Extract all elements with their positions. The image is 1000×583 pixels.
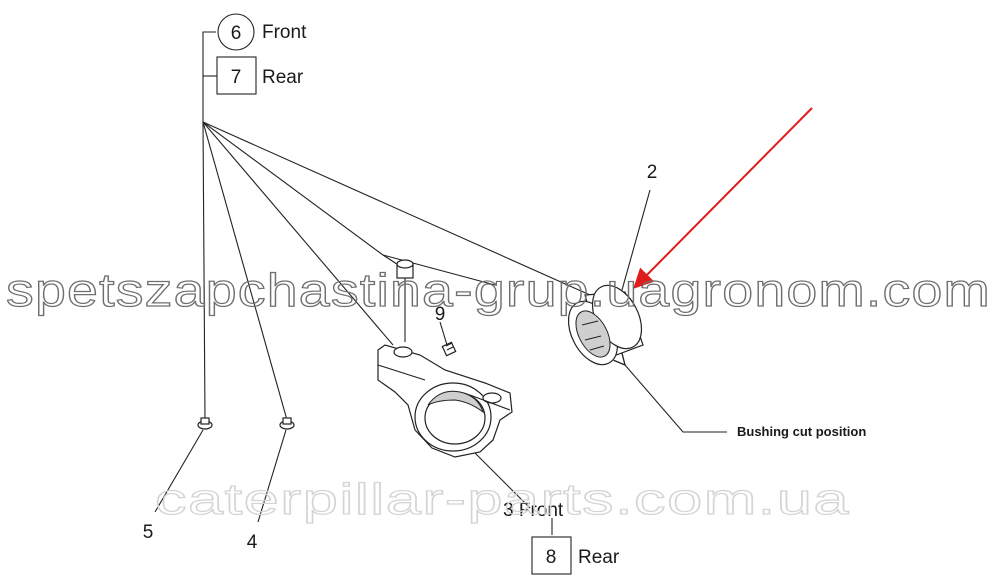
leader-4 (257, 429, 287, 523)
callout-8-box (531, 536, 572, 575)
callout-6-number: 6 (231, 23, 242, 44)
callout-3-front[interactable]: 3 Front (503, 500, 564, 521)
small-part-4 (279, 417, 295, 430)
callout-2-number[interactable]: 2 (647, 162, 658, 183)
bolt-part (396, 259, 414, 342)
callout-6-label: Front (262, 22, 307, 43)
callout-6-front[interactable]: 6 Front (217, 13, 307, 51)
callout-bracket (202, 31, 217, 122)
red-pointer-arrow (633, 107, 813, 289)
watermark-top: spetszapchastina-grup.uagronom.com (6, 264, 991, 316)
callout-8-rear[interactable]: 8 Rear (531, 536, 620, 575)
callout-4-number[interactable]: 4 (247, 532, 258, 553)
callout-8-label: Rear (578, 547, 620, 568)
leader-3 (474, 452, 531, 509)
callout-6-circle (217, 13, 255, 51)
small-part-5 (197, 417, 213, 430)
watermark-bottom: caterpillar-parts.com.ua (155, 475, 850, 524)
callout-8-number: 8 (546, 547, 557, 568)
callout-9-number[interactable]: 9 (435, 304, 446, 325)
callout-7-box (216, 56, 257, 95)
bushing-cut-leader (625, 365, 727, 433)
leader-lines (202, 121, 651, 421)
leader-5 (154, 429, 204, 513)
callout-7-rear[interactable]: 7 Rear (216, 56, 304, 95)
rod-cap-part (377, 344, 513, 458)
callout-7-number: 7 (231, 67, 242, 88)
bushing-part (567, 284, 644, 366)
callout-5-number[interactable]: 5 (143, 522, 154, 543)
bushing-cut-note: Bushing cut position (737, 424, 866, 439)
callout-7-label: Rear (262, 67, 304, 88)
screw-part (441, 341, 457, 357)
